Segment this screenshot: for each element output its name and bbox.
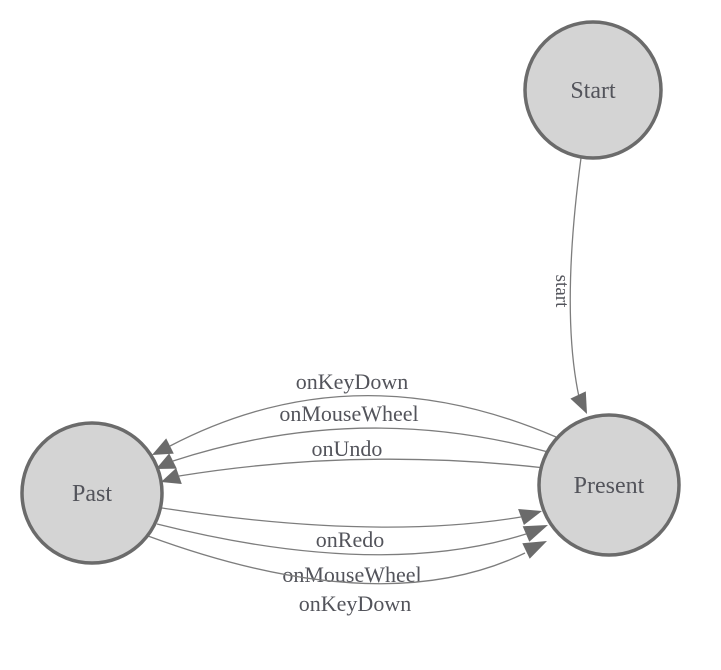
- state-node-present[interactable]: Present: [537, 413, 681, 557]
- edge-line: [147, 535, 526, 585]
- transition-present-to-past-onundo: onUndo: [161, 436, 546, 484]
- arrowhead: [518, 509, 542, 525]
- state-circle-start[interactable]: [523, 20, 663, 160]
- edge-label-start: start: [551, 275, 572, 308]
- transition-past-to-present-onredo: onRedo: [161, 507, 542, 552]
- state-node-start[interactable]: Start: [523, 20, 663, 160]
- transition-present-to-past-onkeydown: onKeyDown: [152, 369, 557, 455]
- edge-line-start: [569, 157, 582, 398]
- transition-start-to-present: start: [551, 157, 587, 414]
- state-label-past: Past: [72, 481, 112, 507]
- arrowhead: [156, 453, 177, 469]
- edge-label: onMouseWheel: [279, 401, 418, 426]
- edge-label: onKeyDown: [299, 591, 411, 616]
- state-node-past[interactable]: Past: [20, 421, 164, 565]
- state-label-present: Present: [574, 473, 645, 499]
- edge-label: onUndo: [312, 436, 383, 461]
- edge-line: [169, 394, 557, 447]
- state-circle-present[interactable]: [537, 413, 681, 557]
- transition-present-to-past-onmousewheel: onMouseWheel: [156, 401, 549, 469]
- arrowhead: [570, 391, 587, 414]
- edge-line: [172, 427, 549, 462]
- edge-label: onKeyDown: [296, 369, 408, 394]
- edge-label: onRedo: [316, 527, 384, 552]
- transition-past-to-present-onkeydown: onKeyDown: [147, 535, 547, 616]
- state-circle-past[interactable]: [20, 421, 164, 565]
- edge-line: [156, 523, 527, 556]
- arrowhead: [152, 438, 174, 455]
- edge-line: [178, 458, 546, 477]
- arrowhead: [522, 541, 547, 559]
- arrowhead: [161, 468, 182, 484]
- edge-line: [161, 507, 522, 528]
- arrowhead: [522, 525, 548, 542]
- state-label-start: Start: [570, 78, 616, 104]
